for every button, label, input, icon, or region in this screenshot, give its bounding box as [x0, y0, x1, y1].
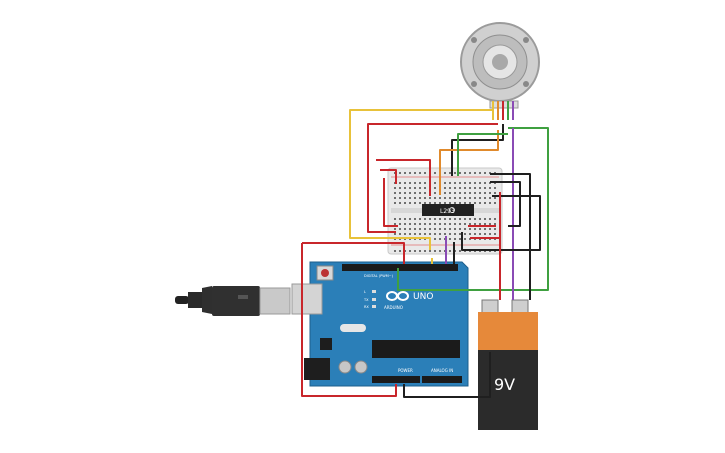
wire-green-2: [457, 133, 508, 176]
wire-red-8: [302, 242, 405, 264]
wire-red-1: [367, 123, 498, 233]
led-rx-label: RX: [364, 305, 369, 309]
battery-icon[interactable]: 9V: [478, 299, 538, 430]
wire-red-9: [301, 243, 397, 397]
wire-black-1: [451, 124, 504, 176]
wire-red-2: [376, 159, 431, 196]
wire-yellow: [349, 109, 494, 250]
arduino-uno-board[interactable]: UNO ARDUINO DIGITAL (PWM~) POWER ANALOG …: [291, 261, 469, 387]
wire-red-4: [383, 178, 398, 227]
digital-header-label: DIGITAL (PWM~): [364, 274, 394, 278]
power-header-label: POWER: [398, 368, 413, 373]
wire-orange: [439, 130, 499, 195]
battery-label: 9V: [494, 375, 515, 394]
led-l-label: L: [364, 290, 366, 294]
wire-black-5: [403, 352, 491, 398]
led-tx-label: TX: [363, 298, 369, 302]
wire-black-3: [461, 195, 541, 251]
wire-black-2: [490, 181, 521, 227]
usb-plug-icon[interactable]: [175, 286, 291, 316]
wire-red-3: [380, 169, 397, 184]
wire-black-4: [490, 173, 531, 300]
wire-green-1: [397, 127, 549, 291]
arduino-brand: ARDUINO: [384, 305, 403, 310]
l293-driver-ic[interactable]: L293: [422, 204, 474, 216]
arduino-logo: [386, 291, 409, 301]
ic-label: L293: [440, 208, 455, 215]
stepper-motor-icon[interactable]: [460, 22, 540, 109]
arduino-model: UNO: [413, 292, 433, 302]
wires: [301, 101, 549, 398]
analog-header-label: ANALOG IN: [431, 368, 453, 373]
